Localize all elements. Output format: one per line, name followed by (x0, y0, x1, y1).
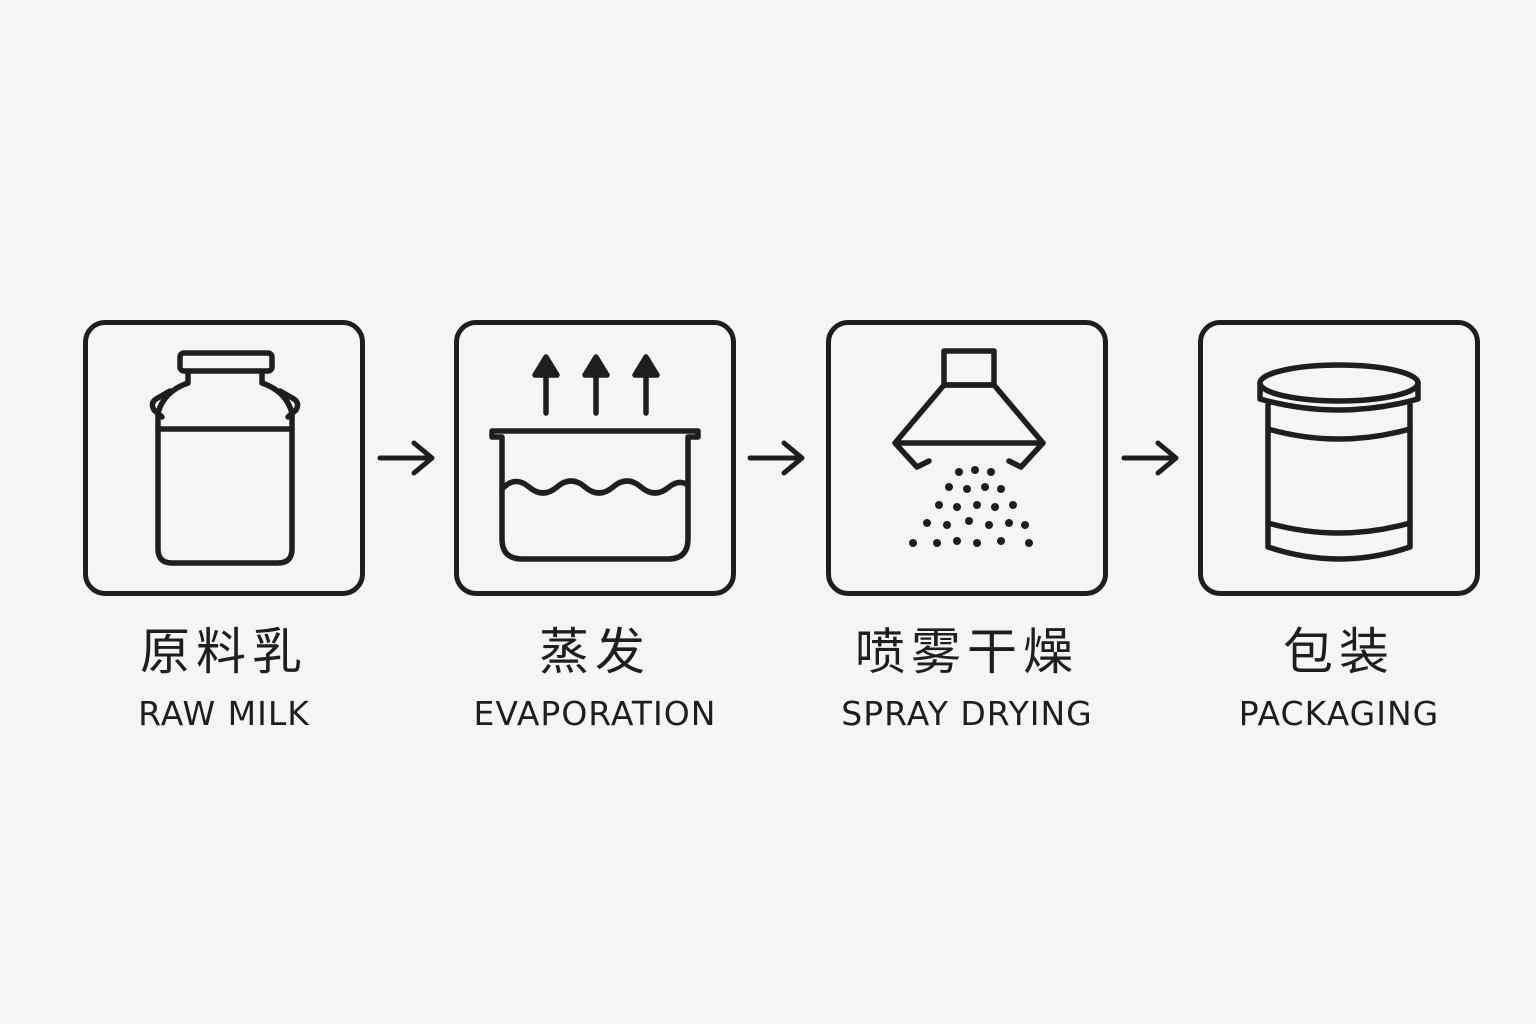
step-label-en: EVAPORATION (473, 694, 717, 733)
step-label-zh: 包装 (1283, 623, 1395, 681)
step-label-zh: 蒸发 (539, 623, 651, 681)
can-icon (1257, 362, 1421, 562)
milk-can-icon (149, 350, 301, 566)
arrow-right-icon (377, 440, 435, 476)
step-icon-box (83, 320, 365, 596)
step-label-zh: 原料乳 (140, 623, 308, 681)
step-label-en: RAW MILK (138, 694, 310, 733)
step-icon-box (1198, 320, 1480, 596)
step-icon-box (454, 320, 736, 596)
step-label-en: SPRAY DRYING (841, 694, 1093, 733)
arrow-right-icon (747, 440, 805, 476)
arrow-right-icon (1121, 440, 1179, 476)
step-icon-box (826, 320, 1108, 596)
evaporation-pot-icon (489, 354, 701, 562)
step-label-en: PACKAGING (1238, 694, 1440, 733)
step-label-zh: 喷雾干燥 (855, 623, 1079, 681)
spray-nozzle-icon (892, 348, 1046, 547)
